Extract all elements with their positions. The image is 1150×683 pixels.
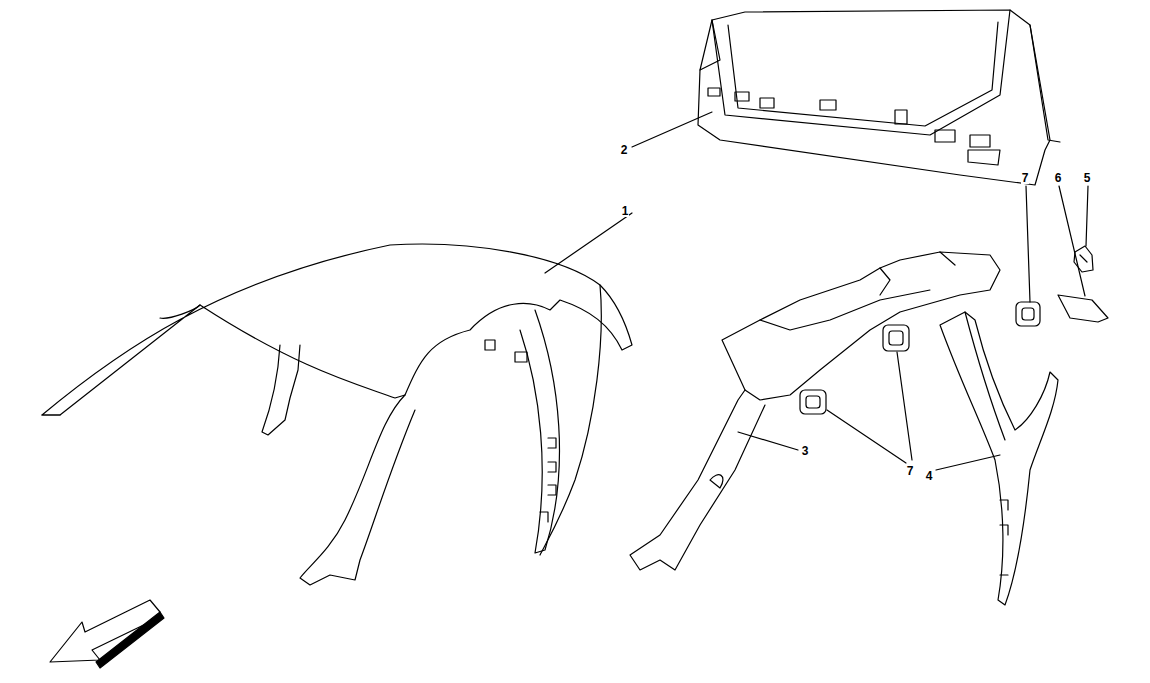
callout-number: 7 <box>906 465 915 477</box>
rear-frame-part <box>698 10 1060 185</box>
rear-pillar-part <box>940 312 1058 605</box>
direction-arrow <box>50 600 164 668</box>
leader-lines <box>545 112 1088 470</box>
callout-number: 6 <box>1054 172 1063 184</box>
callout-number: 4 <box>925 470 934 482</box>
callout-number: 1 <box>621 205 630 217</box>
callout-number: 3 <box>801 445 810 457</box>
roof-rail-part <box>630 252 1000 570</box>
cover-plate-part <box>1058 295 1108 322</box>
callout-number: 7 <box>1021 172 1030 184</box>
grommet-parts <box>800 302 1040 414</box>
callout-number: 5 <box>1083 172 1092 184</box>
callout-number: 2 <box>620 144 629 156</box>
roof-assembly-part <box>42 244 632 585</box>
